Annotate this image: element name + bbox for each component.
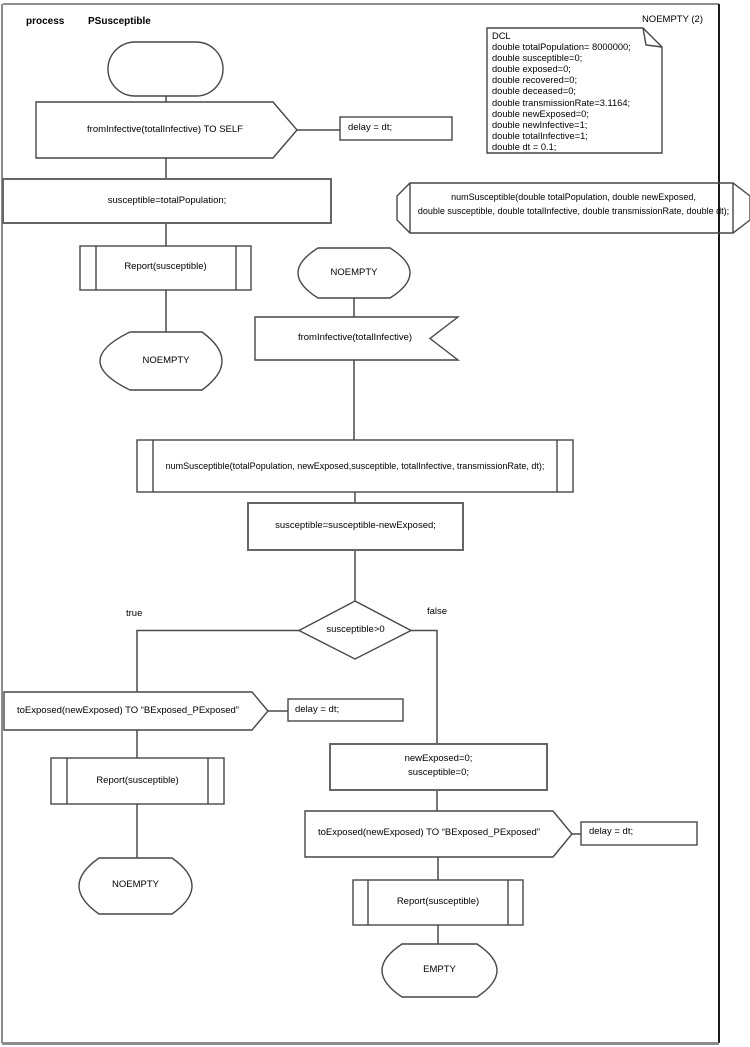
dcl-line: double susceptible=0; (492, 53, 583, 64)
task-reset-symbol (329, 743, 548, 791)
dcl-declarations: DCL double totalPopulation= 8000000; dou… (492, 31, 660, 153)
connector-false-branch (411, 629, 438, 744)
branch-true-label: true (126, 608, 143, 619)
send-true-label: toExposed(newExposed) TO “BExposed_PExpo… (17, 705, 239, 716)
task-subtract-symbol (247, 502, 464, 551)
decision-symbol (297, 600, 413, 660)
delay-box-1 (339, 116, 453, 141)
procedure-call-bars (152, 440, 558, 492)
dcl-note-symbol (486, 27, 663, 154)
dcl-line: double recovered=0; (492, 75, 578, 86)
delay-label-2: delay = dt; (295, 704, 340, 715)
send-self-label: fromInfective(totalInfective) TO SELF (87, 124, 243, 135)
connector-lines (136, 96, 581, 944)
task-init-symbol (2, 178, 332, 224)
procedure-report-1 (79, 245, 252, 291)
decision-label: susceptible>0 (326, 624, 385, 635)
delay-label-3: delay = dt; (589, 826, 634, 837)
state-label-1: NOEMPTY (142, 355, 190, 366)
send-false-symbol (304, 810, 573, 858)
procedure-call-symbol (136, 439, 574, 493)
signature-line1: numSusceptible(double totalPopulation, d… (451, 192, 696, 202)
report-label-2: Report(susceptible) (96, 775, 179, 786)
send-self-symbol (35, 101, 298, 159)
connector-true-branch (136, 629, 299, 692)
dcl-line: DCL (492, 31, 511, 41)
procedure-report-2 (50, 757, 225, 805)
delay-label-1: delay = dt; (348, 122, 393, 133)
signature-line2: double susceptible, double totalInfectiv… (417, 206, 730, 216)
start-symbol (107, 41, 224, 97)
send-false-label: toExposed(newExposed) TO “BExposed_PExpo… (318, 827, 540, 838)
input-signal-label: fromInfective(totalInfective) (297, 332, 413, 343)
dcl-line: double exposed=0; (492, 64, 571, 75)
state-noempty-3 (78, 857, 193, 915)
state-label-4: EMPTY (423, 964, 456, 975)
dcl-line: double newInfective=1; (492, 119, 588, 130)
procedure-report-3 (352, 879, 524, 926)
state-noempty-1 (99, 331, 223, 391)
task-subtract-label: susceptible=susceptible-newExposed; (275, 520, 436, 531)
report-label-3: Report(susceptible) (396, 896, 480, 907)
page-reference: NOEMPTY (2) (641, 14, 703, 25)
delay-box-3 (580, 821, 698, 846)
report-label-1: Report(susceptible) (124, 261, 207, 272)
dcl-line: double deceased=0; (492, 86, 577, 97)
task-init-label: susceptible=totalPopulation; (107, 195, 227, 206)
branch-false-label: false (427, 606, 448, 617)
dcl-note-fold (642, 27, 663, 48)
procedure-bars-3 (367, 880, 509, 925)
dcl-line: double dt = 0.1; (492, 141, 557, 152)
state-empty (381, 943, 498, 998)
procedure-call-label: numSusceptible(totalPopulation, newExpos… (165, 461, 545, 471)
send-true-symbol (3, 691, 269, 731)
input-signal-symbol (254, 316, 461, 361)
process-kind-label: process (26, 16, 65, 27)
state-label-3: NOEMPTY (112, 879, 159, 890)
delay-box-2 (287, 698, 404, 722)
process-name: PSusceptible (88, 16, 151, 27)
procedure-bars-2 (66, 758, 209, 804)
state-noempty-2 (297, 247, 411, 299)
procedure-bars-1 (95, 246, 237, 290)
dcl-line: double transmissionRate=3.1164; (492, 97, 631, 108)
task-reset-label-2: susceptible=0; (408, 767, 469, 778)
procedure-signature-bars (409, 183, 734, 233)
dcl-line: double newExposed=0; (492, 108, 589, 119)
state-label-2: NOEMPTY (330, 267, 378, 278)
task-reset-label-1: newExposed=0; (404, 753, 473, 764)
dcl-line: double totalPopulation= 8000000; (492, 42, 631, 53)
dcl-line: double totalInfective=1; (492, 130, 588, 141)
